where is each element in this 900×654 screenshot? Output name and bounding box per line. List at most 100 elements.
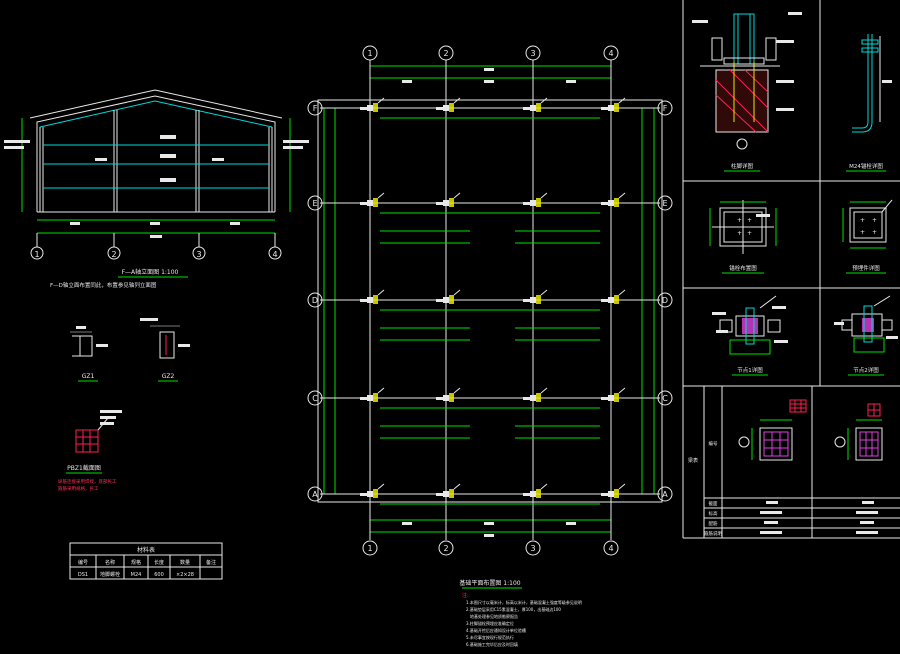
footing-A-4 xyxy=(608,491,614,497)
footing-A-3 xyxy=(530,491,536,497)
footing-C-1-leader xyxy=(377,387,385,394)
footing-F-4-leader xyxy=(618,97,626,104)
footing-C-2 xyxy=(443,395,449,401)
plan-note-3: 地基处理参见地质勘察报告 xyxy=(466,613,518,619)
materials-header-2: 名称 xyxy=(105,559,115,566)
axis-label-left-A: A xyxy=(312,490,318,499)
footing-F-2-plate xyxy=(449,103,454,112)
axis-label-left-E: E xyxy=(312,199,317,208)
footing-D-3-leader xyxy=(540,289,548,296)
elevation-note: F—D轴立面布置同此，布置参见轴列立面图 xyxy=(50,281,157,289)
axis-label-top-4: 4 xyxy=(608,49,613,58)
plan-note-4: 3.柱脚锚栓预埋应准确定位 xyxy=(466,620,514,626)
axis-bubble-bottom-2 xyxy=(438,540,454,556)
footing-C-4-leader xyxy=(618,387,626,394)
axis-label-left-D: D xyxy=(312,296,318,305)
axis-bubble-bottom-3 xyxy=(525,540,541,556)
footing-E-2-leader xyxy=(453,192,461,199)
materials-cell-1: DS1 xyxy=(78,572,88,578)
plan-note-5: 4.基础开挖后应通知设计单位验槽 xyxy=(466,627,526,633)
svg-text:+: + xyxy=(872,217,877,224)
footing-A-1 xyxy=(367,491,373,497)
axis-bubble-right-E xyxy=(657,195,673,211)
axis-bubble-top-3 xyxy=(525,45,541,61)
axis-label-bottom-2: 2 xyxy=(443,544,448,553)
footing-E-4 xyxy=(608,200,614,206)
footing-A-2 xyxy=(443,491,449,497)
footing-F-4-plate xyxy=(614,103,619,112)
footing-A-1-leader xyxy=(377,483,385,490)
axis-bubble-left-A xyxy=(307,486,323,502)
beam-table-row-1: 编号 xyxy=(709,440,718,447)
footing-C-3-leader xyxy=(540,387,548,394)
joint-detail-1 xyxy=(712,295,788,355)
footing-A-1-tag xyxy=(360,493,367,496)
footing-A-2-leader xyxy=(453,483,461,490)
footing-F-1 xyxy=(367,105,373,111)
svg-text:+: + xyxy=(860,229,865,236)
column-foot-label: 柱脚详图 xyxy=(731,162,754,170)
joint-label-2: 节点2详图 xyxy=(853,366,879,374)
svg-text:3: 3 xyxy=(196,250,201,259)
plan-title: 基础平面布置图 1:100 xyxy=(459,579,520,587)
footing-D-4 xyxy=(608,297,614,303)
elevation-title: F—A轴立面图 1:100 xyxy=(122,268,179,276)
axis-label-right-D: D xyxy=(662,296,668,305)
anchor-bolt-detail xyxy=(852,34,892,133)
materials-cell-2: 地脚螺栓 xyxy=(100,571,120,578)
footing-A-2-plate xyxy=(449,489,454,498)
footing-C-1-plate xyxy=(373,393,378,402)
svg-text:+: + xyxy=(747,230,752,237)
gz1-label: GZ1 xyxy=(82,373,95,380)
materials-cell-4: 600 xyxy=(154,572,164,578)
footing-F-3-leader xyxy=(540,97,548,104)
svg-text:2: 2 xyxy=(111,250,116,259)
footing-E-4-leader xyxy=(618,192,626,199)
beam-table xyxy=(703,386,900,538)
elevation-drawing: 1 2 3 4 xyxy=(4,89,309,260)
footing-E-2-tag xyxy=(436,202,443,205)
footing-C-1 xyxy=(367,395,373,401)
pbz1-note-1: 纵筋连接采用焊接，底部民工 xyxy=(58,478,117,485)
footing-F-1-tag xyxy=(360,107,367,110)
joint-detail-2 xyxy=(834,295,898,353)
footing-F-1-leader xyxy=(377,97,385,104)
gz2-label: GZ2 xyxy=(162,373,175,380)
svg-text:4: 4 xyxy=(272,250,277,259)
gz2-detail xyxy=(140,318,190,359)
axis-bubble-top-1 xyxy=(362,45,378,61)
axis-bubble-bottom-4 xyxy=(603,540,619,556)
axis-bubble-left-C xyxy=(307,390,323,406)
footing-F-3 xyxy=(530,105,536,111)
axis-label-top-2: 2 xyxy=(443,49,448,58)
footing-A-3-plate xyxy=(536,489,541,498)
materials-header-1: 编号 xyxy=(78,559,88,566)
svg-text:1: 1 xyxy=(34,250,39,259)
materials-cell-3: M24 xyxy=(131,572,142,578)
axis-bubble-right-A xyxy=(657,486,673,502)
footing-E-1-leader xyxy=(377,192,385,199)
joint-label-1: 节点1详图 xyxy=(737,366,763,374)
footing-C-4 xyxy=(608,395,614,401)
footing-C-2-tag xyxy=(436,397,443,400)
axis-label-right-E: E xyxy=(662,199,667,208)
materials-title: 材料表 xyxy=(137,546,155,554)
footing-A-4-plate xyxy=(614,489,619,498)
axis-bubble-bottom-1 xyxy=(362,540,378,556)
footing-E-1 xyxy=(367,200,373,206)
footing-C-3 xyxy=(530,395,536,401)
footing-E-1-plate xyxy=(373,198,378,207)
footing-D-4-tag xyxy=(601,299,608,302)
axis-bubble-right-F xyxy=(657,100,673,116)
footing-F-3-plate xyxy=(536,103,541,112)
footing-F-1-plate xyxy=(373,103,378,112)
gz1-detail xyxy=(70,326,108,357)
svg-text:+: + xyxy=(872,229,877,236)
footing-F-2 xyxy=(443,105,449,111)
pbz1-label: PBZ1截面图 xyxy=(67,464,101,472)
footing-A-3-tag xyxy=(523,493,530,496)
beam-table-row-3: 标高 xyxy=(709,510,718,517)
footing-F-4-tag xyxy=(601,107,608,110)
axis-label-bottom-3: 3 xyxy=(530,544,535,553)
